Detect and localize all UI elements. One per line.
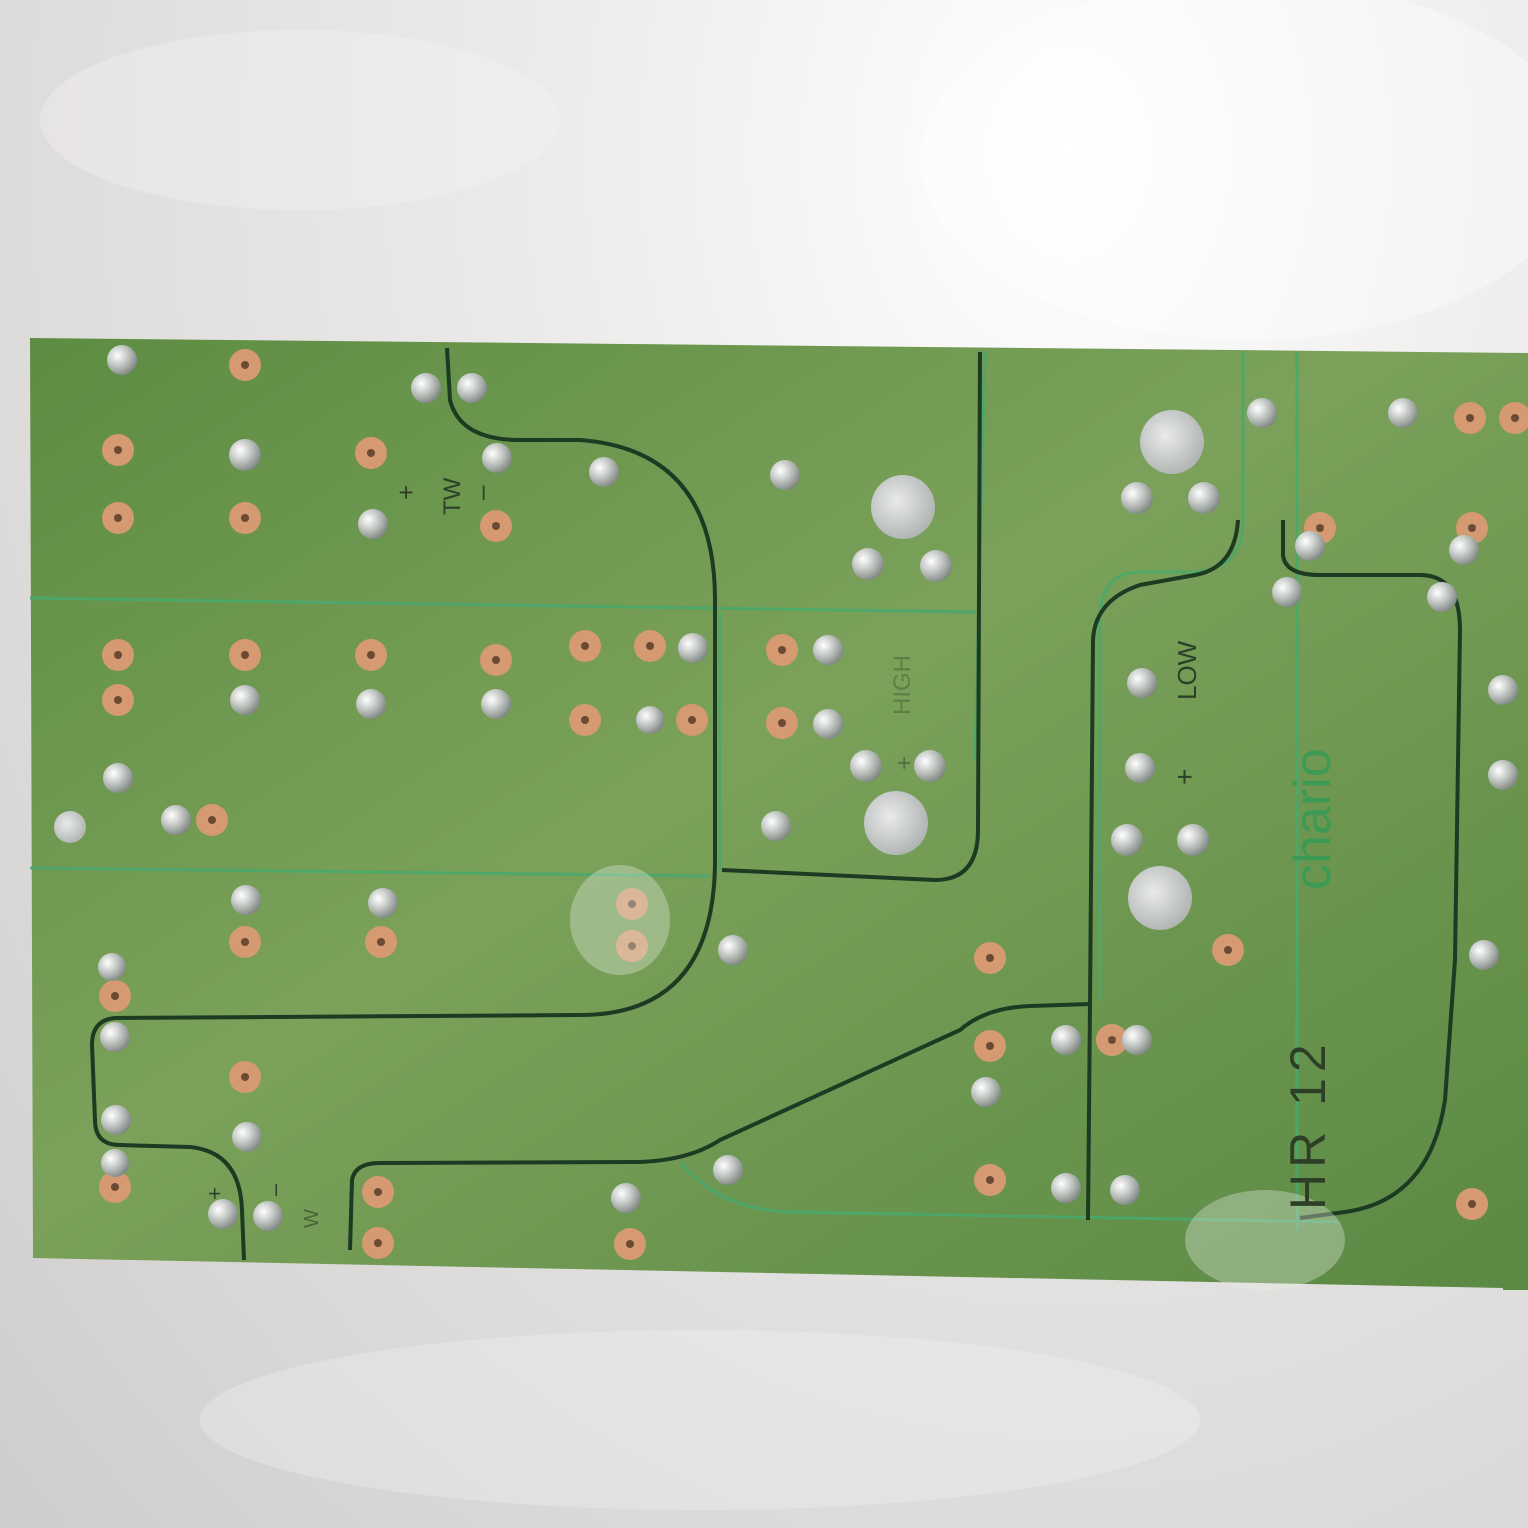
w-plus-label: + [202, 1187, 227, 1200]
w-label: W [301, 1209, 323, 1228]
high-plus-label: + [891, 756, 918, 770]
low-label: LOW [1172, 640, 1202, 700]
pcb-traces-dark [89, 347, 1463, 1261]
high-label: HIGH [889, 655, 916, 715]
mounting-holes [54, 410, 1204, 930]
w-minus-label: – [262, 1183, 287, 1196]
silkscreen-labels: + TW – HIGH + LOW + chario HR 12 + – W [202, 477, 1342, 1228]
tw-minus-label: – [466, 485, 496, 500]
pad-drill-holes [111, 361, 1519, 1248]
solder-joints [98, 345, 1518, 1231]
model-label: HR 12 [1280, 1038, 1336, 1210]
background-fabric [40, 0, 1528, 1510]
tw-plus-label: + [391, 485, 421, 500]
low-plus-label: + [1169, 769, 1200, 785]
tw-label: TW [439, 477, 466, 515]
pcb-traces-light [29, 349, 1341, 1230]
glue-blobs [570, 865, 1345, 1290]
pcb-board: + TW – HIGH + LOW + chario HR 12 + – W [29, 338, 1528, 1290]
brand-logo-text: chario [1284, 748, 1342, 890]
